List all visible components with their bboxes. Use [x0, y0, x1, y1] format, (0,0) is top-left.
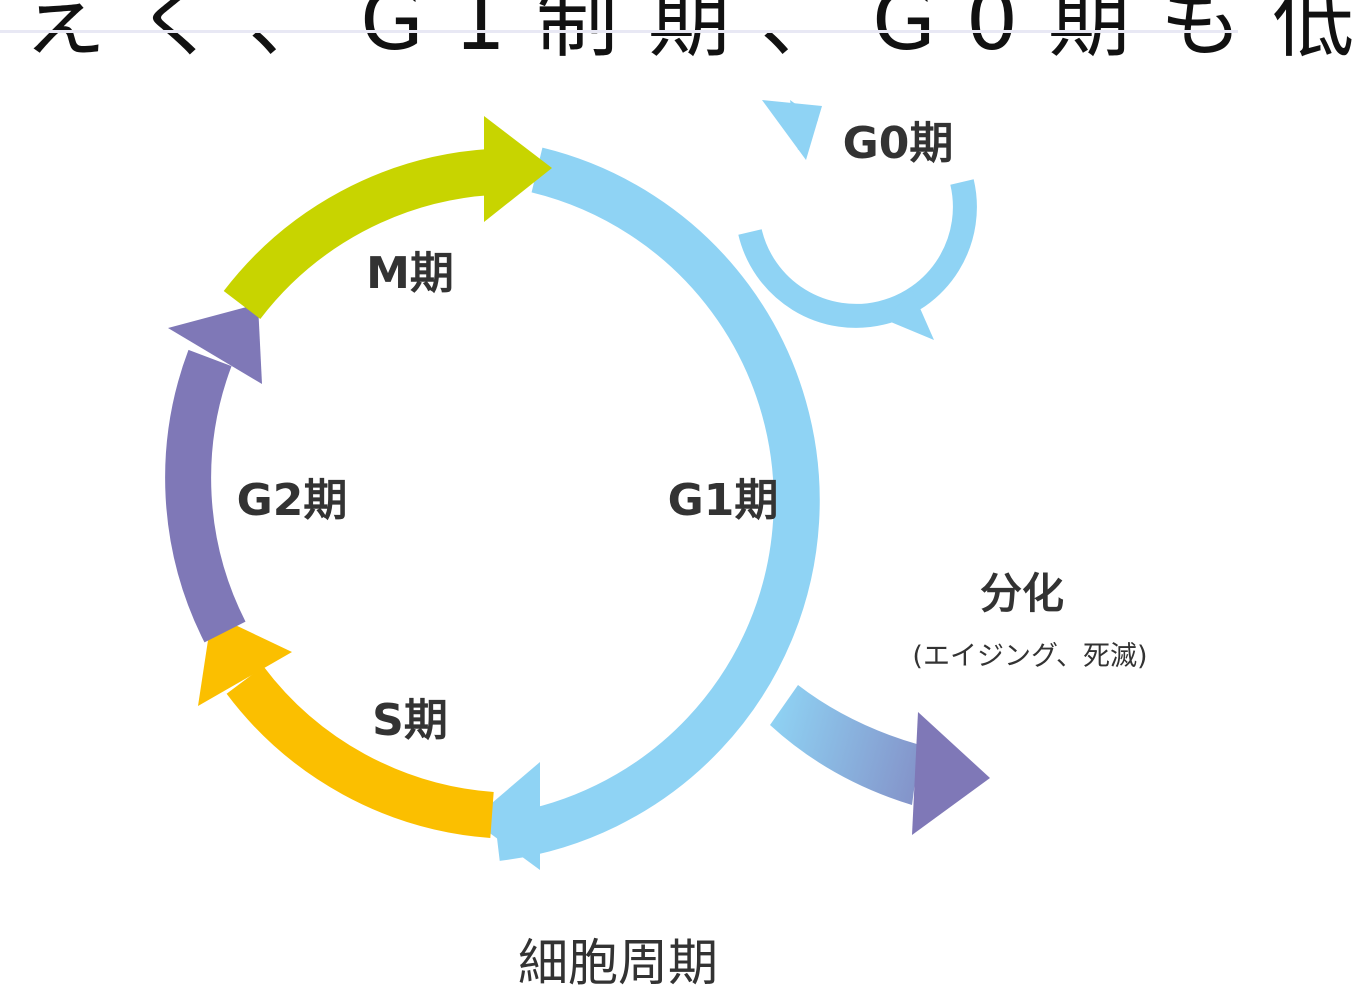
m-phase-arrow	[223, 116, 552, 320]
cell-cycle-diagram: M期 G2期 S期 G1期 G0期 分化 (エイジング、死滅) 細胞周期	[165, 100, 1148, 992]
differentiation-sublabel: (エイジング、死滅)	[912, 641, 1147, 672]
m-phase-label: M期	[366, 248, 454, 299]
heading-divider	[0, 30, 1238, 33]
g0-phase-label: G0期	[843, 118, 954, 169]
g2-phase-label: G2期	[237, 475, 348, 526]
s-phase-label: S期	[372, 695, 448, 746]
slide-heading-partial: え く 、 G 1 制 期 、 G 0 期 も 低	[24, 0, 1356, 69]
g1-phase-label: G1期	[668, 475, 779, 526]
g1-phase-arrow	[472, 147, 820, 870]
differentiation-arrow	[770, 685, 990, 835]
g2-phase-arrow	[165, 304, 262, 643]
cell-cycle-title: 細胞周期	[518, 934, 718, 992]
g0-loop-arrow	[738, 100, 977, 340]
differentiation-label: 分化	[980, 569, 1064, 618]
s-phase-arrow	[198, 614, 494, 838]
